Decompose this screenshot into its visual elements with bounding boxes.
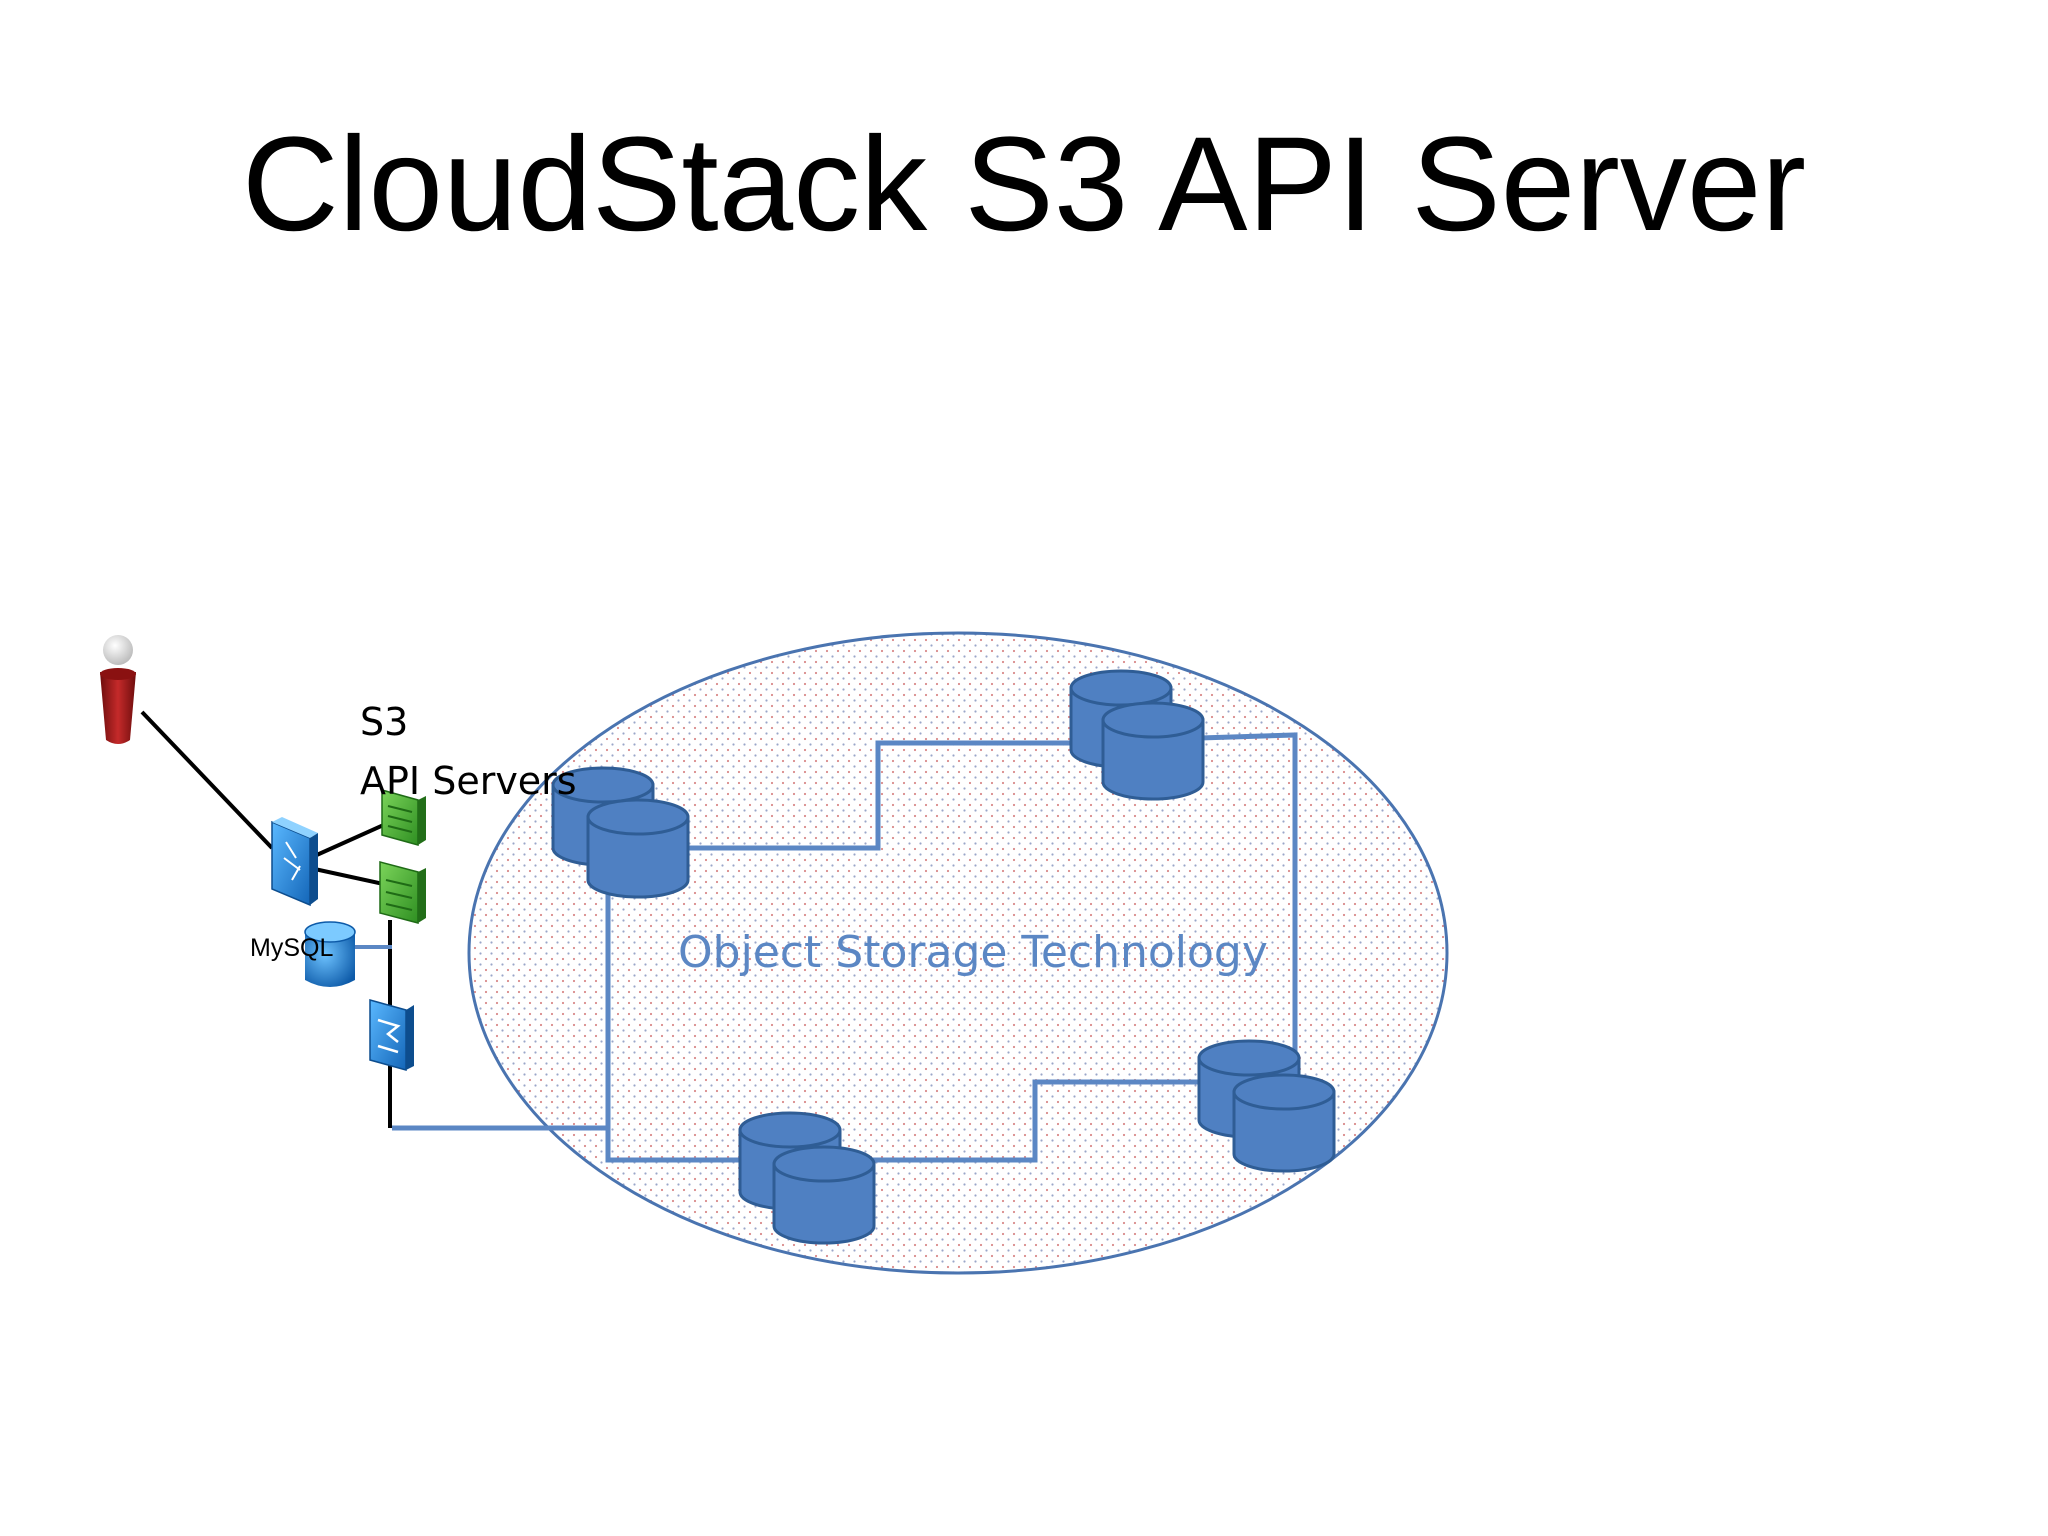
- s3-api-server-icon: [381, 789, 426, 846]
- storage-node-top-left: [551, 766, 690, 899]
- storage-network-lines: [392, 732, 1298, 1163]
- object-storage-label: Object Storage Technology: [678, 927, 1268, 978]
- load-balancer-icon: [271, 817, 318, 907]
- mysql-label: MySQL: [250, 934, 333, 962]
- s3-label-line1: S3: [360, 700, 408, 744]
- slide-title: CloudStack S3 API Server: [241, 110, 1807, 259]
- storage-node-top-right: [1069, 669, 1205, 801]
- user-icon: [100, 635, 136, 744]
- storage-node-bottom-center: [738, 1111, 876, 1245]
- s3-api-server-icon: [379, 861, 426, 924]
- router-icon: [369, 999, 414, 1071]
- storage-node-bottom-right: [1197, 1039, 1336, 1173]
- s3-label-line2: API Servers: [360, 759, 577, 803]
- mysql-database-icon: [304, 921, 356, 987]
- client-links: [140, 710, 392, 1128]
